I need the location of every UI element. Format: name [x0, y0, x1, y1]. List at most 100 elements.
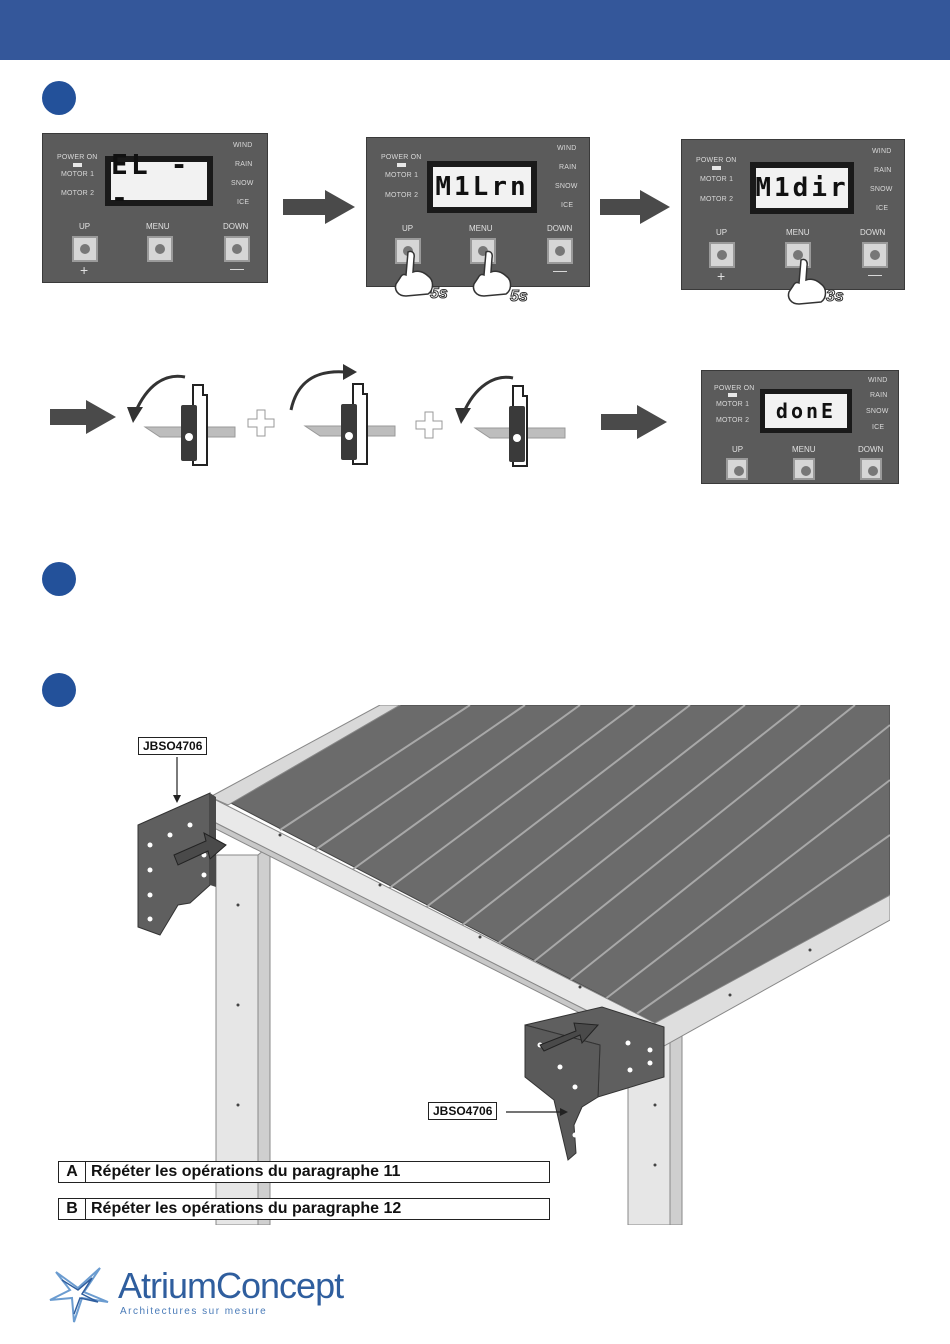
lcd-display: EL --	[111, 148, 207, 214]
up-button[interactable]	[72, 236, 98, 262]
minus-sign: —	[230, 260, 244, 276]
ice-label: ICE	[872, 424, 885, 431]
lcd-display: donE	[765, 394, 847, 428]
rain-label: RAIN	[559, 164, 577, 171]
pressing-hand-icon	[394, 250, 434, 297]
duration-label: 5s	[510, 288, 529, 306]
rain-label: RAIN	[870, 392, 888, 399]
motor2-label: MOTOR 2	[700, 196, 734, 203]
control-panel-2: POWER ON MOTOR 1 MOTOR 2 M1Lrn WIND RAIN…	[366, 137, 590, 287]
motor2-label: MOTOR 2	[716, 417, 750, 424]
snow-label: SNOW	[866, 408, 889, 415]
wind-label: WIND	[557, 145, 577, 152]
ice-label: ICE	[237, 199, 250, 206]
menu-button[interactable]	[147, 236, 173, 262]
brand-name: AtriumConcept	[118, 1265, 344, 1306]
remote-rotate-right-icon	[289, 364, 396, 465]
lcd-frame: M1Lrn	[427, 161, 537, 213]
part-label: JBSO4706	[428, 1102, 498, 1120]
control-panel-4: POWER ON MOTOR 1 MOTOR 2 donE WIND RAIN …	[701, 370, 899, 484]
power-led	[712, 166, 721, 170]
motor1-label: MOTOR 1	[61, 171, 95, 178]
brand-tagline: Architectures sur mesure	[120, 1306, 268, 1317]
ice-label: ICE	[876, 205, 889, 212]
control-panel-1: POWER ON MOTOR 1 MOTOR 2 EL -- WIND RAIN…	[42, 133, 268, 283]
rain-label: RAIN	[874, 167, 892, 174]
plus-sign: +	[717, 268, 726, 284]
ice-label: ICE	[561, 202, 574, 209]
menu-label: MENU	[792, 445, 816, 454]
up-label: UP	[716, 228, 728, 237]
wind-label: WIND	[233, 142, 253, 149]
menu-label: MENU	[786, 228, 810, 237]
down-button[interactable]	[547, 238, 573, 264]
note-row-b: B Répéter les opérations du paragraphe 1…	[58, 1198, 550, 1220]
menu-label: MENU	[469, 224, 493, 233]
power-led	[397, 163, 406, 167]
brand-star-logo-icon	[49, 1267, 109, 1323]
snow-label: SNOW	[870, 186, 893, 193]
pressing-hand-icon	[472, 250, 512, 297]
part-label: JBSO4706	[138, 737, 208, 755]
note-text: Répéter les opérations du paragraphe 12	[91, 1200, 402, 1217]
duration-label: 3s	[826, 288, 845, 306]
lcd-display: M1Lrn	[433, 167, 531, 207]
up-label: UP	[402, 224, 414, 233]
remote-rotate-left-icon	[455, 375, 566, 467]
rain-label: RAIN	[235, 161, 253, 168]
lcd-frame: M1dir	[750, 162, 854, 214]
motor1-label: MOTOR 1	[385, 172, 419, 179]
arrow-right-icon	[283, 190, 355, 224]
step-bullet-2	[42, 562, 76, 596]
up-label: UP	[732, 445, 744, 454]
arrow-right-icon	[600, 190, 670, 224]
motor2-label: MOTOR 2	[385, 192, 419, 199]
note-row-a: A Répéter les opérations du paragraphe 1…	[58, 1161, 550, 1183]
wind-label: WIND	[868, 377, 888, 384]
menu-label: MENU	[146, 222, 170, 231]
up-button[interactable]	[709, 242, 735, 268]
lcd-frame: donE	[760, 389, 852, 433]
power-on-label: POWER ON	[57, 154, 98, 161]
motor2-label: MOTOR 2	[61, 190, 95, 197]
step-bullet-1	[42, 81, 76, 115]
note-text: Répéter les opérations du paragraphe 11	[91, 1163, 401, 1180]
power-on-label: POWER ON	[696, 157, 737, 164]
down-label: DOWN	[547, 224, 573, 233]
power-led	[73, 163, 82, 167]
motor1-label: MOTOR 1	[700, 176, 734, 183]
note-letter: A	[59, 1162, 86, 1182]
down-label: DOWN	[860, 228, 886, 237]
pressing-hand-icon	[787, 258, 827, 305]
motor1-label: MOTOR 1	[716, 401, 750, 408]
up-button[interactable]	[726, 458, 748, 480]
pergola-illustration	[137, 705, 890, 1225]
down-button[interactable]	[224, 236, 250, 262]
menu-button[interactable]	[793, 458, 815, 480]
header-bar	[0, 0, 950, 60]
note-letter: B	[59, 1199, 86, 1219]
up-label: UP	[79, 222, 91, 231]
down-label: DOWN	[223, 222, 249, 231]
control-panel-3: POWER ON MOTOR 1 MOTOR 2 M1dir WIND RAIN…	[681, 139, 905, 290]
plus-sign: +	[80, 262, 89, 278]
power-on-label: POWER ON	[381, 154, 422, 161]
minus-sign: —	[553, 262, 567, 278]
arrow-right-icon	[601, 405, 667, 439]
down-label: DOWN	[858, 445, 884, 454]
minus-sign: —	[868, 266, 882, 282]
step-bullet-3	[42, 673, 76, 707]
power-led	[728, 393, 737, 397]
down-button[interactable]	[860, 458, 882, 480]
lcd-display: M1dir	[755, 168, 848, 208]
wind-label: WIND	[872, 148, 892, 155]
arrow-right-icon	[50, 400, 116, 434]
snow-label: SNOW	[231, 180, 254, 187]
lcd-frame: EL --	[105, 148, 213, 214]
duration-label: 5s	[430, 285, 449, 303]
plus-icon	[247, 409, 275, 437]
plus-icon	[415, 411, 443, 439]
down-button[interactable]	[862, 242, 888, 268]
remote-rotate-left-icon	[127, 374, 236, 466]
power-on-label: POWER ON	[714, 385, 755, 392]
